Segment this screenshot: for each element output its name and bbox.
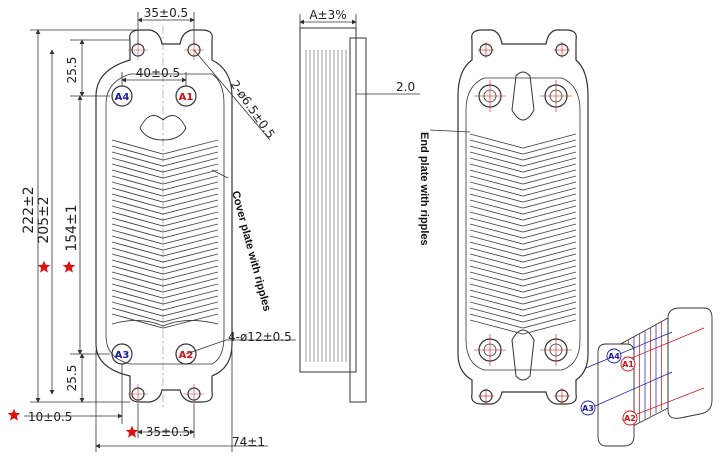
side-fins	[305, 50, 347, 362]
iso-port-a2-label: A2	[624, 414, 636, 423]
iso-port-a1-label: A1	[622, 360, 634, 369]
side-end-plate	[349, 37, 367, 403]
front-port-a2-label: A2	[179, 350, 194, 361]
dim-port-center-height: 205±2	[36, 196, 52, 243]
dim-bottom-offset: 25.5	[65, 365, 79, 392]
star-mark-205	[37, 260, 51, 273]
label-end-plate: End plate with ripples	[418, 132, 430, 246]
dim-thickness: A±3%	[309, 8, 346, 22]
front-plate-outline	[95, 29, 233, 403]
iso-port-a3-label: A3	[582, 404, 594, 413]
iso-view	[580, 307, 713, 447]
star-mark-35	[125, 425, 139, 438]
front-outlet-region	[111, 320, 219, 327]
iso-port-a4-label: A4	[608, 352, 620, 361]
front-port-a4: A4	[111, 85, 133, 107]
dim-stud-offset: 10±0.5	[28, 410, 72, 424]
front-port-a4-label: A4	[115, 92, 130, 103]
front-view	[95, 26, 233, 410]
dim-width: 74±1	[232, 435, 265, 449]
dim-top-offset: 25.5	[65, 57, 79, 84]
label-cover-plate: Cover plate with ripples	[229, 190, 273, 313]
dim-total-height: 222±2	[21, 186, 37, 233]
front-plate-inner	[105, 73, 225, 365]
right-bottom-slot	[511, 329, 535, 381]
callout-small-holes: 2-ø6.5±0.5	[228, 78, 278, 141]
right-plate-inner	[465, 77, 581, 371]
dim-bottom-spacing: 35±0.5	[146, 425, 190, 439]
callout-ports: 4-ø12±0.5	[228, 330, 292, 344]
right-view	[429, 29, 589, 405]
iso-back-plate	[667, 307, 713, 419]
star-mark-154	[62, 260, 76, 273]
front-port-a1-label: A1	[179, 92, 194, 103]
dim-port-spacing: 40±0.5	[136, 66, 180, 80]
dim-plate: 2.0	[396, 80, 415, 94]
star-mark-10	[7, 408, 21, 421]
dim-ripple-height: 154±1	[64, 204, 80, 251]
side-body	[299, 27, 357, 373]
right-top-slot	[511, 71, 535, 121]
front-port-a1: A1	[175, 85, 197, 107]
right-plate-outline	[457, 29, 589, 405]
front-inlet-region	[139, 115, 187, 141]
right-ripples	[469, 133, 577, 335]
front-port-a2: A2	[175, 343, 197, 365]
side-view	[299, 14, 420, 403]
front-port-a3-label: A3	[115, 350, 130, 361]
dim-top-spacing: 35±0.5	[144, 6, 188, 20]
front-ripples	[111, 139, 219, 329]
